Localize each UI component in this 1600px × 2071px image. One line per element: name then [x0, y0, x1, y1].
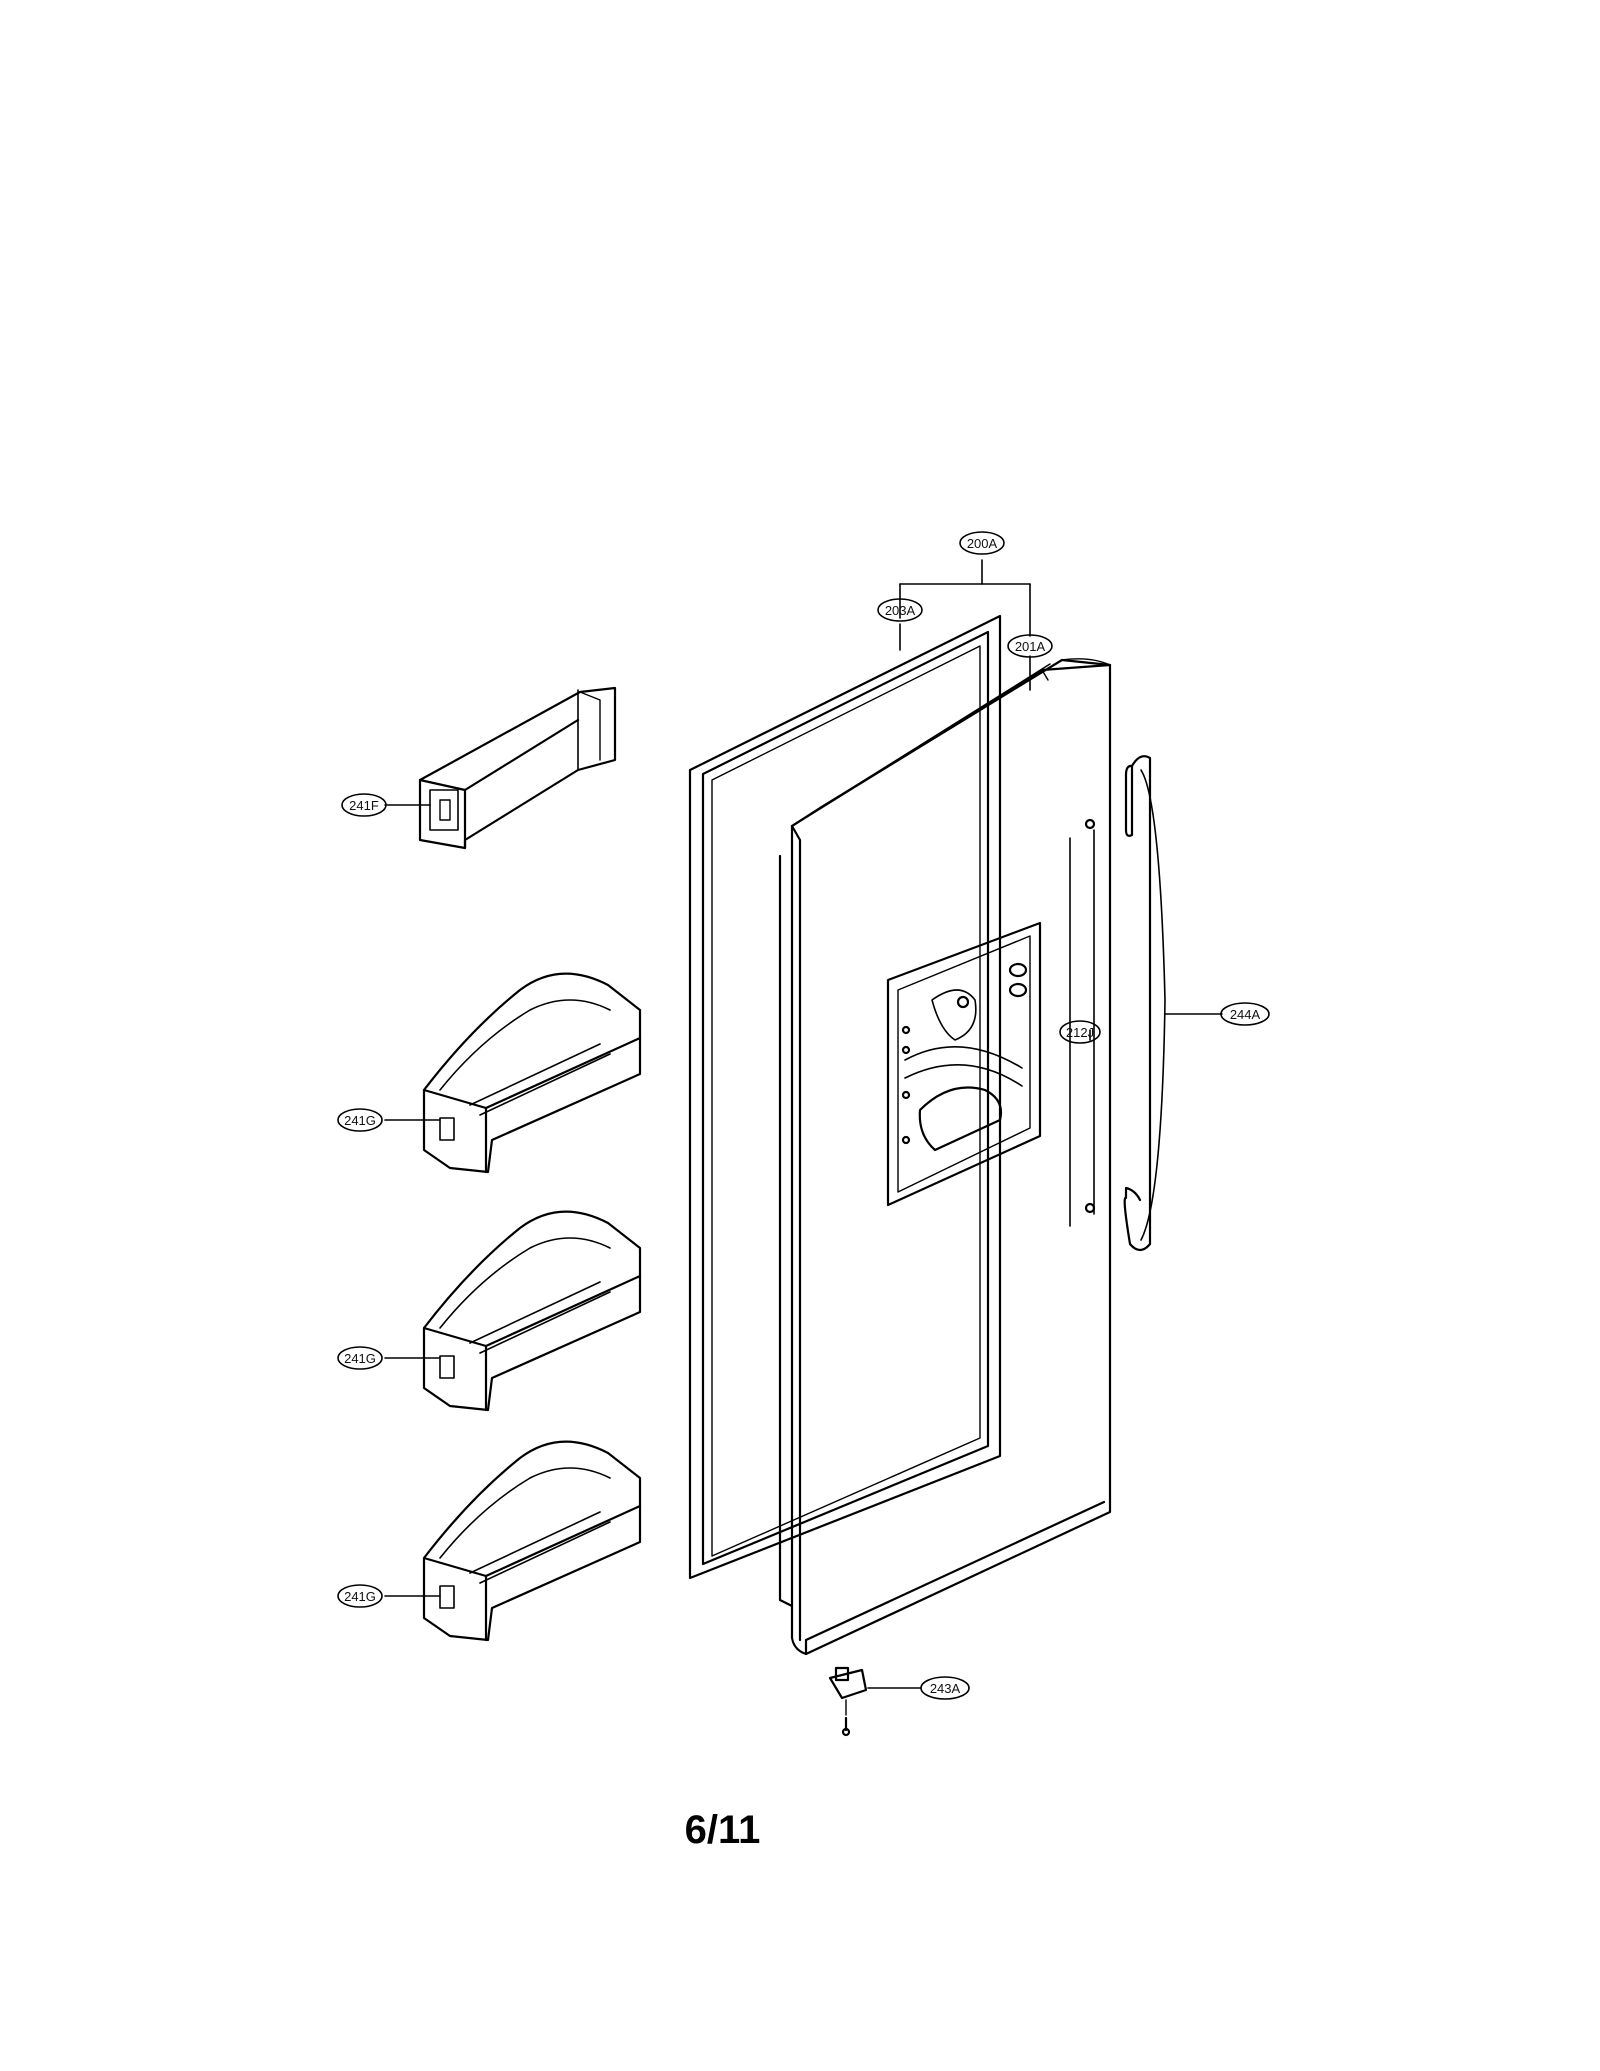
- label-212J: 212J: [1059, 1020, 1101, 1044]
- leader-lines: [384, 559, 1223, 1689]
- door-bin-241G-1: [422, 972, 642, 1174]
- svg-text:201A: 201A: [1015, 639, 1046, 654]
- door-hinge-243A: [828, 1666, 868, 1737]
- page-number: 6/11: [684, 1808, 761, 1852]
- label-241G-2: 241G: [337, 1346, 383, 1370]
- label-241G-1: 241G: [337, 1108, 383, 1132]
- label-200A: 200A: [959, 531, 1005, 555]
- label-243A: 243A: [920, 1676, 970, 1700]
- door-handle-244A: [1123, 755, 1166, 1252]
- door-bin-241F: [418, 686, 617, 850]
- svg-text:241F: 241F: [349, 798, 379, 813]
- svg-text:241G: 241G: [344, 1589, 376, 1604]
- dispenser-recess: [886, 921, 1042, 1207]
- svg-text:243A: 243A: [930, 1681, 961, 1696]
- label-201A: 201A: [1007, 634, 1053, 658]
- svg-text:241G: 241G: [344, 1113, 376, 1128]
- svg-text:241G: 241G: [344, 1351, 376, 1366]
- label-241F: 241F: [341, 793, 387, 817]
- door-gasket-203A: [688, 614, 1002, 1580]
- door-assembly-201A: [778, 658, 1112, 1656]
- label-244A: 244A: [1220, 1002, 1270, 1026]
- trim-strip-212J: [1069, 818, 1096, 1227]
- door-bin-241G-3: [422, 1440, 642, 1642]
- door-bin-241G-2: [422, 1210, 642, 1412]
- svg-text:200A: 200A: [967, 536, 998, 551]
- label-203A: 203A: [877, 598, 923, 622]
- svg-text:244A: 244A: [1230, 1007, 1261, 1022]
- svg-text:212J: 212J: [1066, 1025, 1094, 1040]
- svg-text:203A: 203A: [885, 603, 916, 618]
- label-241G-3: 241G: [337, 1584, 383, 1608]
